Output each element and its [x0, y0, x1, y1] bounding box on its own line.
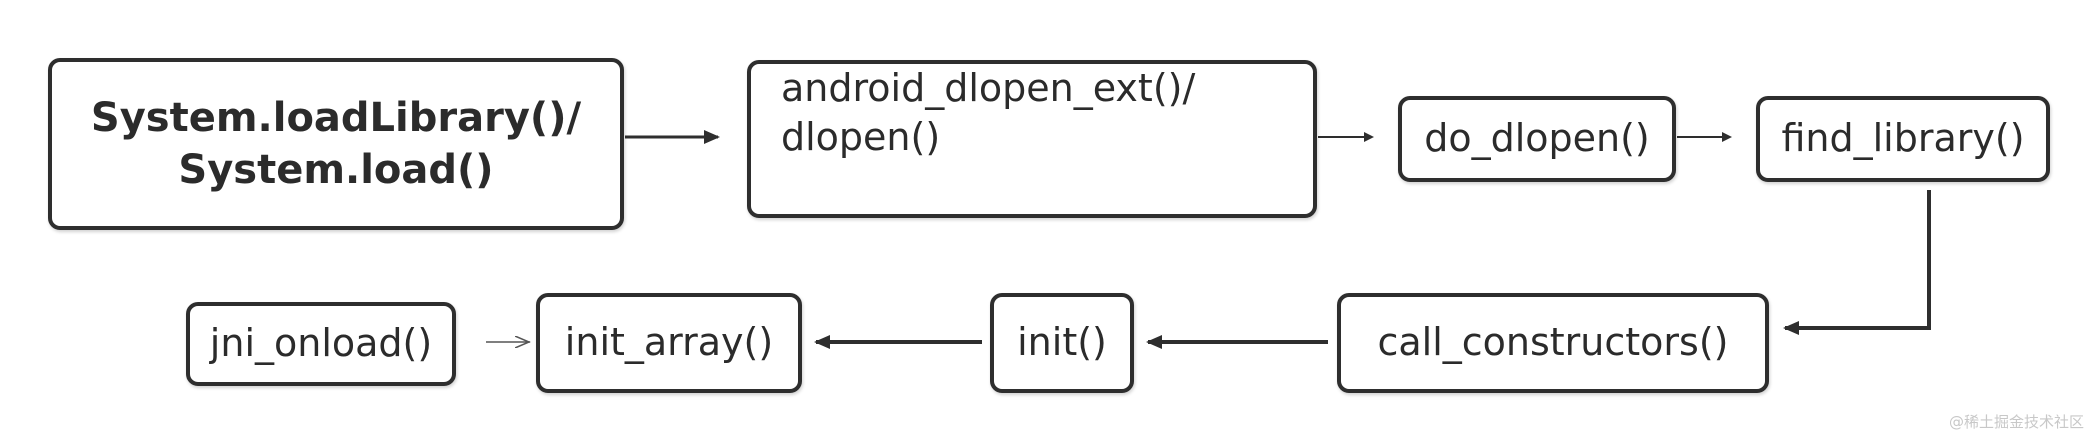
- call-constructors-label: call_constructors(): [1377, 320, 1729, 365]
- system-load-label-line-1: System.loadLibrary()/: [90, 95, 582, 141]
- init-array-label: init_array(): [564, 320, 774, 365]
- watermark: @稀土掘金技术社区: [1948, 413, 2084, 431]
- do-dlopen-label: do_dlopen(): [1424, 116, 1650, 161]
- do-dlopen-node: do_dlopen(): [1398, 96, 1676, 182]
- android-dlopen-label-line-1: android_dlopen_ext()/: [781, 66, 1196, 110]
- find-library-node: find_library(): [1756, 96, 2050, 182]
- init-array-node: init_array(): [536, 293, 802, 393]
- find-library-label: find_library(): [1781, 116, 2025, 161]
- jni-onload-label: jni_onload(): [209, 321, 433, 366]
- android-dlopen-node: android_dlopen_ext()/ dlopen(): [747, 60, 1317, 218]
- arrow-find-library-to-call-constructors: [1783, 190, 1931, 335]
- system-load-node: System.loadLibrary()/ System.load(): [48, 58, 624, 230]
- jni-onload-node: jni_onload(): [186, 302, 456, 386]
- call-constructors-node: call_constructors(): [1337, 293, 1769, 393]
- init-label: init(): [1017, 320, 1107, 365]
- android-dlopen-label-line-2: dlopen(): [781, 115, 941, 160]
- system-load-label-line-2: System.load(): [178, 147, 494, 193]
- init-node: init(): [990, 293, 1134, 393]
